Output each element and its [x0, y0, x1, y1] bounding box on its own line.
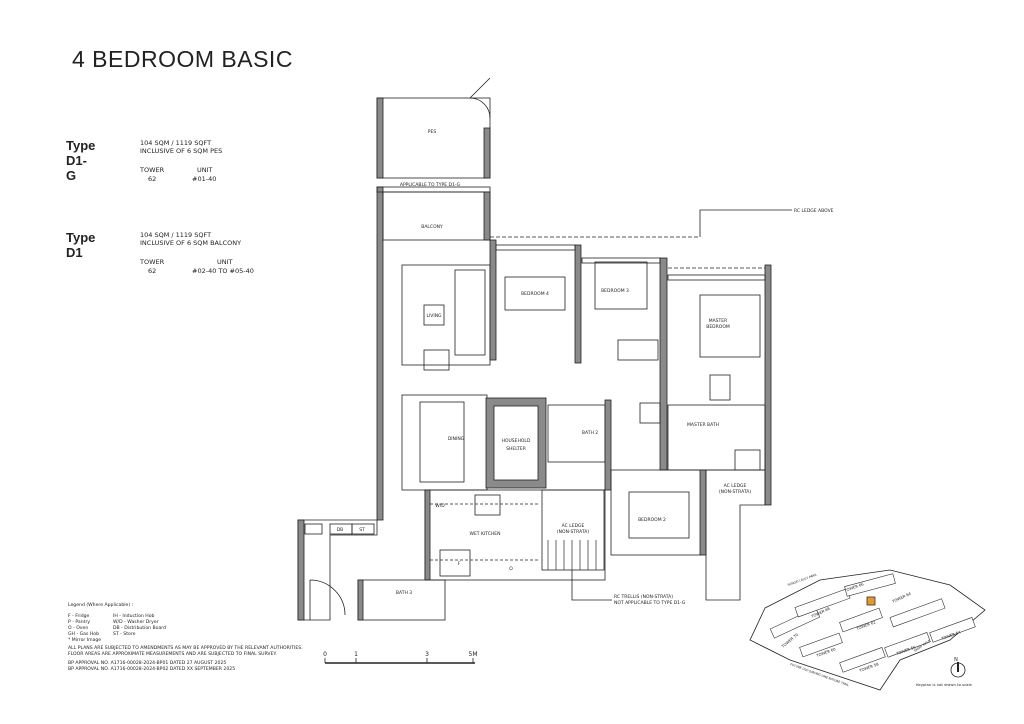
highlight-unit — [866, 596, 876, 606]
label-ac-ledge-right: AC LEDGE — [724, 483, 747, 489]
legend-item: IH - Induction Hob — [113, 614, 155, 619]
label-bath2: BATH 2 — [582, 430, 598, 436]
label-pes: PES — [428, 129, 437, 135]
label-bath3: BATH 3 — [396, 590, 412, 596]
trellis-note: NOT APPLICABLE TO TYPE D1-G — [614, 600, 686, 606]
disclaimer: FLOOR AREAS ARE APPROXIMATE MEASUREMENTS… — [68, 652, 277, 657]
rc-ledge-note: RC LEDGE ABOVE — [794, 208, 834, 214]
label-shelter: HOUSEHOLD — [502, 438, 531, 444]
approval: BP APPROVAL NO. A1716-00028-2024-BP02 DA… — [68, 667, 236, 672]
label-ac-ledge-right: (NON-STRATA) — [719, 489, 751, 495]
label-fridge: F — [458, 561, 461, 567]
label-bedroom4: BEDROOM 4 — [521, 291, 549, 297]
label-dining: DINING — [448, 436, 465, 442]
label-st: ST — [359, 527, 365, 533]
scale-tick: 0 — [323, 651, 327, 658]
legend-item: P - Pantry — [68, 620, 91, 625]
label-pes-note: APPLICABLE TO TYPE D1-G — [400, 182, 461, 188]
legend-item: O - Oven — [68, 626, 89, 631]
label-master-bedroom: MASTER — [709, 318, 728, 324]
tower-label: TOWER — [140, 166, 165, 174]
disclaimer: ALL PLANS ARE SUBJECTED TO AMENDMENTS AS… — [68, 646, 303, 651]
type-name: Type D1 — [66, 230, 96, 260]
label-master-bath: MASTER BATH — [687, 422, 719, 428]
room-labels: PES APPLICABLE TO TYPE D1-G BALCONY LIVI… — [337, 129, 752, 596]
inclusive: INCLUSIVE OF 6 SQM PES — [140, 147, 223, 155]
legend-item: F - Fridge — [68, 614, 90, 619]
scale-tick: 5M — [469, 651, 478, 658]
keyplan-note: Keyplan is not drawn to scale — [916, 682, 972, 687]
annotations: RC LEDGE ABOVE RC TRELLIS (NON-STRATA) N… — [614, 208, 834, 606]
label-wet-kitchen: WET KITCHEN — [470, 531, 501, 537]
label-db: DB — [337, 527, 344, 533]
scale-bar: 0 1 3 5M — [323, 651, 477, 658]
approval: BP APPROVAL NO. A1716-00028-2024-BP01 DA… — [68, 661, 227, 666]
label-master-bedroom: BEDROOM — [706, 324, 730, 330]
scale-tick: 3 — [425, 651, 429, 658]
plan-lines — [297, 77, 986, 691]
page-title: 4 BEDROOM BASIC — [72, 46, 293, 72]
area: 104 SQM / 1119 SQFT — [140, 231, 212, 239]
label-bedroom3: BEDROOM 3 — [601, 288, 629, 294]
north-arrow-icon: N — [954, 657, 958, 663]
type-name: Type D1-G — [66, 138, 96, 183]
legend-item: W/D - Washer Dryer — [113, 620, 159, 625]
label-balcony: BALCONY — [421, 224, 443, 230]
tower-label: TOWER — [140, 258, 165, 266]
legend-item: GH - Gas Hob — [68, 632, 100, 637]
inclusive: INCLUSIVE OF 6 SQM BALCONY — [140, 239, 242, 247]
legend-heading: Legend (Where Applicable) : — [68, 603, 134, 608]
legend-item: ST - Store — [113, 632, 136, 637]
scale-tick: 1 — [354, 651, 358, 658]
label-bedroom2: BEDROOM 2 — [638, 517, 666, 523]
trellis-note: RC TRELLIS (NON-STRATA) — [614, 594, 673, 600]
label-living: LIVING — [426, 313, 442, 319]
tower-label: TOWER 64 — [890, 591, 912, 605]
label-ac-ledge: AC LEDGE — [562, 523, 585, 529]
unit-value: #02-40 TO #05-40 — [192, 267, 254, 275]
label-wd: W/D — [435, 503, 445, 509]
unit-label: UNIT — [197, 166, 213, 174]
unit-label: UNIT — [217, 258, 233, 266]
tower-value: 62 — [148, 175, 157, 183]
label-shelter: SHELTER — [506, 446, 526, 452]
label-oven: O — [509, 566, 513, 572]
legend-item: * Mirror Image — [68, 638, 102, 643]
legend-item: DB - Distribution Board — [113, 626, 167, 631]
area: 104 SQM / 1119 SQFT — [140, 139, 212, 147]
label-ac-ledge: (NON-STRATA) — [557, 529, 589, 535]
road-label: SUNGEI LALUT PARK — [787, 572, 818, 587]
tower-value: 62 — [148, 267, 157, 275]
unit-value: #01-40 — [192, 175, 217, 183]
